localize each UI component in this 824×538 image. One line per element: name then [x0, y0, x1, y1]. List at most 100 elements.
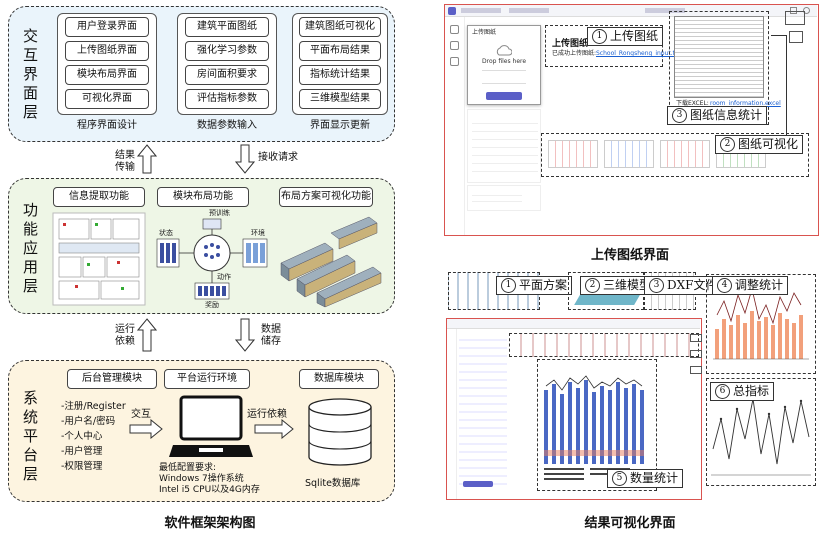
- left-caption: 软件框架架构图: [164, 516, 256, 531]
- admin-list-item: -个人中心: [61, 431, 103, 442]
- arrow-up-1: [136, 144, 158, 178]
- system-item-db: 数据库模块: [299, 369, 379, 389]
- interaction-col3-item: 平面布局结果: [299, 41, 381, 61]
- admin-list-item: -注册/Register: [61, 401, 126, 412]
- interaction-col3-item: 指标统计结果: [299, 65, 381, 85]
- info-rows: [472, 116, 538, 178]
- function-item-1: 信息提取功能: [53, 187, 145, 207]
- upload-dash-box: 上传图纸 已成功上传图纸: School_Rongsheng_input.txt: [545, 25, 681, 67]
- tag-label: 图纸信息统计: [690, 108, 763, 122]
- arrow-down-1: [234, 144, 256, 178]
- module-label-pretrain: 预训练: [209, 209, 230, 217]
- results-view-icon-3[interactable]: [690, 366, 702, 374]
- tag-label: 图纸可视化: [738, 137, 799, 151]
- model-3d-thumb: [574, 295, 640, 305]
- tag-num: 6: [715, 384, 730, 399]
- config-line: Windows 7操作系统: [159, 474, 244, 484]
- arrow-down-2: [234, 318, 256, 356]
- admin-list: -注册/Register -用户名/密码 -个人中心 -用户管理 -权限管理: [61, 399, 141, 474]
- results-run-button[interactable]: [463, 481, 493, 487]
- results-view-icon-1[interactable]: [690, 334, 702, 342]
- topbar-tab-2[interactable]: [509, 8, 549, 13]
- arrow-down-2-label: 数据储存: [261, 324, 281, 347]
- sidebar: [445, 17, 465, 235]
- upload-ui-frame: 上传图纸 Drop files here 上传图纸 已成功上传图纸: Schoo…: [444, 4, 819, 236]
- interaction-layer: 交互界面层 用户登录界面上传图纸界面模块布局界面可视化界面程序界面设计建筑平面图…: [8, 6, 395, 142]
- interaction-col1-item: 模块布局界面: [65, 65, 149, 85]
- upload-submit-button[interactable]: [486, 92, 522, 100]
- upload-section-title: 上传图纸: [552, 39, 589, 49]
- config-line: Intel i5 CPU以及4G内存: [159, 485, 260, 495]
- app-topbar: [445, 5, 817, 17]
- interaction-col2-item: 强化学习参数: [185, 41, 269, 61]
- topbar-tab-3[interactable]: [645, 8, 685, 13]
- connector-line: [771, 35, 787, 145]
- tag-label: 总指标: [733, 384, 770, 398]
- admin-list-item: -用户名/密码: [61, 416, 116, 427]
- system-item-admin: 后台管理模块: [67, 369, 157, 389]
- tag-label: 三维模型: [603, 278, 652, 292]
- config-text: 最低配置要求: Windows 7操作系统 Intel i5 CPU以及4G内存: [159, 463, 260, 496]
- interaction-col3-item: 建筑图纸可视化: [299, 17, 381, 37]
- function-item-3: 布局方案可视化功能: [279, 187, 373, 207]
- sidebar-item-upload[interactable]: [450, 25, 459, 34]
- interact-label: 交互: [131, 409, 151, 420]
- system-layer: 系统平台层 后台管理模块 平台运行环境 数据库模块 -注册/Register -…: [8, 360, 395, 502]
- database-icon: [305, 397, 375, 471]
- results-sidebar: [447, 329, 457, 499]
- upload-dropzone-lines: [482, 70, 526, 84]
- interaction-layer-title: 交互界面层: [22, 27, 39, 121]
- tag-label: DXF文件: [667, 278, 718, 292]
- module-label-reward: 奖励: [205, 301, 219, 309]
- plan-thumb: [660, 140, 710, 168]
- tag-num: 3: [649, 278, 664, 293]
- results-view-icon-2[interactable]: [690, 350, 702, 358]
- module-label-state: 状态: [159, 229, 173, 237]
- results-left-panel: [459, 333, 507, 489]
- sidebar-item-result[interactable]: [450, 57, 459, 66]
- function-layer-title: 功能应用层: [22, 201, 39, 295]
- user-icon[interactable]: [803, 7, 810, 14]
- tag-num: 1: [592, 29, 607, 44]
- download-link[interactable]: room_information.excel: [710, 100, 781, 107]
- view-icon-1[interactable]: [785, 11, 805, 25]
- db-label: Sqlite数据库: [305, 478, 361, 489]
- interaction-col1-item: 可视化界面: [65, 89, 149, 109]
- uploaded-file-link[interactable]: School_Rongsheng_input.txt: [596, 50, 681, 57]
- interaction-col2-item: 数据参数输入: [197, 120, 257, 131]
- tag-num: 4: [717, 278, 732, 293]
- upload-panel-title: 上传图纸: [472, 29, 497, 36]
- room-table: [674, 16, 764, 98]
- tag-num: 2: [720, 137, 735, 152]
- tag-num: 2: [585, 278, 600, 293]
- tag-label: 数量统计: [630, 471, 679, 485]
- admin-list-item: -权限管理: [61, 461, 103, 472]
- run-dep-label: 运行依赖: [247, 409, 287, 420]
- interaction-col2-item: 建筑平面图纸: [185, 17, 269, 37]
- drop-hint: Drop files here: [482, 58, 527, 65]
- interaction-col2-item: 评估指标参数: [185, 89, 269, 109]
- results-thumbs: [509, 333, 699, 357]
- layout-3d-image: [277, 213, 385, 309]
- module-label-env: 环境: [251, 229, 265, 237]
- topbar-tab-1[interactable]: [461, 8, 501, 13]
- right-bottom-caption: 结果可视化界面: [584, 516, 676, 531]
- arrow-up-2-label: 运行依赖: [115, 324, 135, 347]
- arrow-down-1-label: 接收请求: [258, 152, 298, 163]
- home-icon[interactable]: [790, 7, 797, 14]
- adjust-stats-box: [706, 274, 816, 374]
- function-layer: 功能应用层 信息提取功能 模块布局功能 布局方案可视化功能: [8, 178, 395, 314]
- view-icon-2[interactable]: [789, 31, 803, 43]
- sidebar-item-layout[interactable]: [450, 41, 459, 50]
- config-title: 最低配置要求:: [159, 463, 217, 473]
- count-chart-box: [537, 359, 657, 491]
- system-layer-title: 系统平台层: [22, 389, 39, 483]
